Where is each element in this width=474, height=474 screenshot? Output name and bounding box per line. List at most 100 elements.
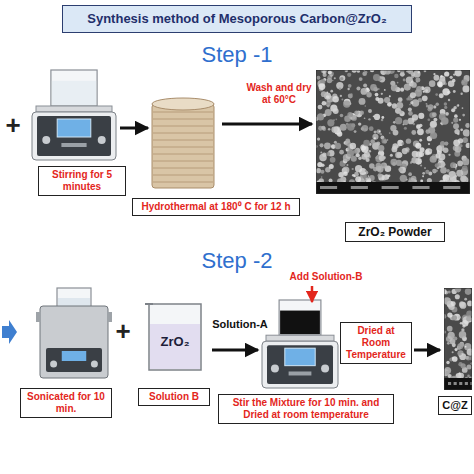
sem-grain — [381, 119, 383, 121]
sem-grain — [331, 127, 337, 133]
sem-grain — [347, 123, 355, 131]
sem-grain — [392, 145, 396, 149]
sem-grain — [374, 137, 376, 139]
sem-info-mark — [448, 382, 451, 385]
sem-grain — [446, 169, 450, 173]
sem-grain — [457, 161, 463, 167]
sem-grain — [370, 84, 377, 91]
autoclave — [152, 98, 214, 188]
sem-grain — [442, 88, 449, 95]
sem-grain — [425, 170, 429, 174]
sem-grain — [397, 82, 399, 84]
sem-grain — [378, 145, 384, 151]
sem-grain — [374, 114, 380, 120]
sem-grain — [447, 342, 450, 345]
sem-grain — [430, 132, 437, 139]
sem-grain — [409, 104, 411, 106]
sem-grain — [383, 139, 387, 143]
caption-text: Stirring for 5 minutes — [42, 169, 122, 193]
sem-grain — [444, 71, 449, 76]
sem-grain — [329, 164, 334, 169]
sem-grain — [322, 101, 327, 106]
sem-grain — [455, 70, 462, 76]
sem-grain — [443, 147, 449, 153]
sem-grain — [347, 88, 349, 90]
sem-grain — [408, 111, 413, 116]
sem-grain — [389, 132, 391, 134]
sem-grain — [425, 89, 428, 92]
control-panel — [46, 348, 102, 372]
sem-grain — [437, 81, 442, 86]
sem-grain — [368, 150, 371, 153]
sem-grain — [414, 180, 417, 183]
sem-grain — [409, 177, 411, 179]
sem-grain — [361, 154, 367, 160]
sem-grain — [384, 97, 390, 103]
sem-grain — [365, 170, 367, 172]
sem-grain — [321, 176, 323, 178]
sem-grain — [411, 157, 417, 163]
sem-grain — [352, 168, 354, 170]
sem-grain — [381, 116, 384, 119]
hotplate-stirrer — [262, 300, 338, 388]
sem-grain — [430, 121, 437, 128]
sem-grain — [428, 104, 434, 110]
sem-grain — [464, 298, 467, 301]
process-note: Add Solution-B — [282, 271, 370, 283]
sem-grain — [397, 102, 404, 109]
plus-sign: + — [112, 316, 134, 347]
sem-grain — [433, 118, 437, 122]
sem-grain — [422, 175, 424, 177]
sem-grain — [377, 173, 382, 178]
sem-grain — [445, 371, 449, 375]
sem-grain — [326, 152, 330, 156]
sem-grain — [448, 154, 450, 156]
sem-info-mark — [320, 186, 337, 189]
sem-grain — [403, 79, 406, 82]
step-heading: Step -1 — [187, 42, 287, 68]
knob — [321, 364, 329, 372]
process-arrow — [120, 127, 148, 130]
hotplate-stirrer — [32, 70, 116, 160]
sem-grain — [465, 346, 467, 348]
process-arrow — [414, 349, 440, 352]
sem-grain — [429, 149, 432, 152]
sem-grain — [379, 130, 381, 132]
caption-text: ZrO₂ Powder — [349, 225, 441, 239]
sem-grain — [328, 128, 331, 131]
sem-grain — [327, 105, 330, 108]
sem-grain — [343, 100, 350, 107]
sem-grain — [321, 70, 328, 74]
autoclave-body — [152, 104, 214, 188]
autoclave-ring — [153, 161, 213, 162]
sem-info-mark — [459, 382, 462, 385]
sem-grain — [359, 98, 366, 105]
sem-grain — [452, 356, 458, 362]
sem-grain — [424, 86, 431, 93]
sem-grain — [466, 143, 470, 148]
sem-grain — [392, 103, 398, 109]
sem-grain — [459, 342, 464, 347]
sem-grain — [339, 88, 342, 91]
sem-grain — [399, 167, 406, 174]
sem-grain — [364, 117, 366, 119]
sem-grain — [381, 163, 384, 166]
knob — [42, 136, 50, 144]
sem-grain — [425, 148, 432, 155]
sem-info-strip — [316, 182, 470, 194]
sem-grain — [462, 166, 468, 172]
sem-grain — [465, 123, 470, 128]
sem-grain — [436, 103, 440, 107]
sem-grain — [321, 126, 325, 130]
sem-grain — [440, 75, 442, 77]
sem-info-mark — [465, 382, 468, 385]
caption-box: C@Z — [438, 396, 472, 415]
sem-ground — [316, 70, 470, 194]
sem-grain — [318, 105, 323, 110]
sem-grain — [466, 316, 471, 321]
autoclave-ring — [153, 119, 213, 120]
sem-grain — [459, 119, 461, 121]
sem-grain — [339, 150, 344, 155]
beaker-node: ZrO₂ — [143, 300, 207, 372]
sem-grain — [321, 91, 327, 97]
